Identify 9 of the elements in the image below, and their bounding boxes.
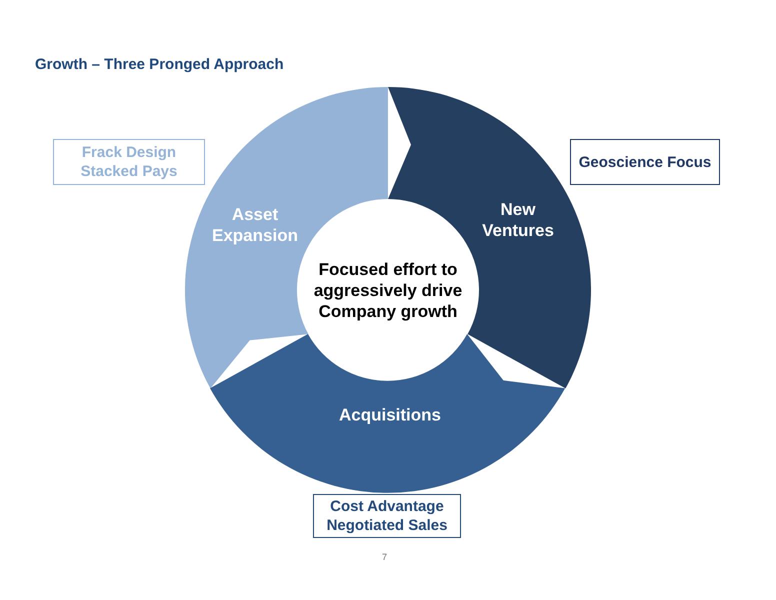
text-box: Cost Advantage Negotiated Sales (313, 494, 461, 538)
text-box: Frack Design Stacked Pays (53, 139, 205, 185)
segment-label: New Ventures (481, 199, 555, 241)
page-number: 7 (382, 552, 388, 562)
text-box: Geoscience Focus (570, 139, 720, 185)
center-text: Focused effort to aggressively drive Company growth (313, 258, 463, 322)
segment-label: Asset Expansion (211, 204, 299, 246)
slide-title: Growth – Three Pronged Approach (35, 56, 284, 73)
segment-label: Acquisitions (338, 404, 442, 426)
